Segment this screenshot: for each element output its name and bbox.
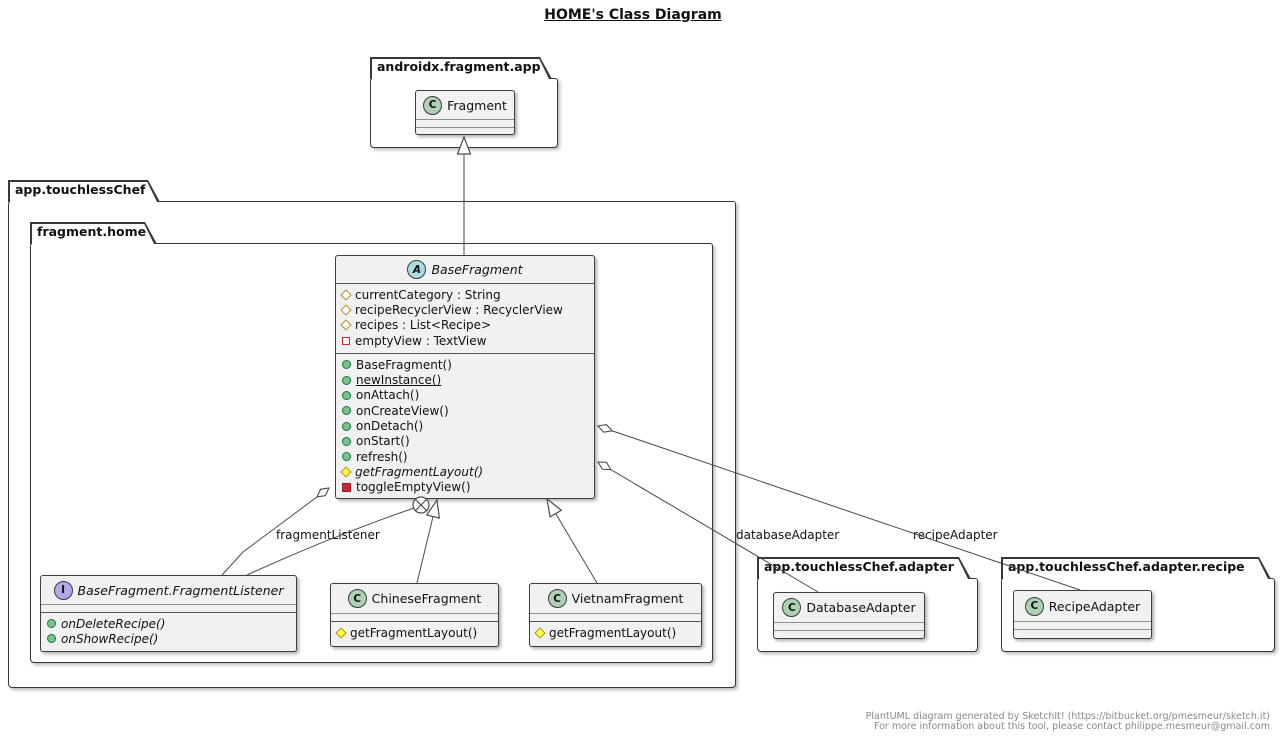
class-icon: C [423, 95, 443, 115]
empty-compartment [331, 613, 498, 621]
class-databaseadapter: C DatabaseAdapter [773, 592, 925, 639]
class-icon: C [547, 589, 567, 608]
class-icon: C [782, 598, 802, 617]
method-row: refresh() [336, 449, 594, 464]
edge-label-recipeadapter: recipeAdapter [913, 528, 998, 542]
package-tab: app.touchlessChef.adapter [757, 557, 971, 579]
methods-compartment: BaseFragment() newInstance() onAttach() … [336, 353, 594, 498]
footer-credits: PlantUML diagram generated by SketchIt! … [866, 712, 1270, 732]
edge-label-databaseadapter: databaseAdapter [736, 528, 840, 542]
protected-field-icon [340, 319, 352, 331]
package-touchlesschef-label: app.touchlessChef [15, 182, 146, 197]
class-name: Fragment [447, 97, 507, 113]
private-field-icon [342, 336, 350, 345]
empty-compartment [416, 127, 514, 134]
fields-compartment: currentCategory : String recipeRecyclerV… [336, 283, 594, 353]
empty-compartment [416, 119, 514, 127]
method-row: getFragmentLayout() [530, 625, 701, 640]
public-method-icon [342, 360, 351, 370]
protected-field-icon [340, 288, 352, 301]
public-method-icon [342, 406, 351, 416]
class-title: C RecipeAdapter [1014, 591, 1151, 621]
method-row: getFragmentLayout() [336, 464, 594, 479]
class-chinesefragment: C ChineseFragment getFragmentLayout() [330, 583, 499, 647]
package-androidx-label: androidx.fragment.app [377, 59, 541, 74]
footer-line-1: PlantUML diagram generated by SketchIt! … [865, 711, 1270, 722]
footer-line-2: For more information about this tool, pl… [873, 720, 1270, 732]
method-row: onDeleteRecipe() [41, 616, 296, 631]
methods-compartment: getFragmentLayout() [530, 621, 701, 645]
field-row: currentCategory : String [336, 287, 594, 302]
package-tab: app.touchlessChef [8, 180, 160, 202]
protected-method-icon [335, 626, 347, 639]
public-method-icon [342, 390, 351, 400]
method-row: onDetach() [336, 418, 594, 433]
class-title: C Fragment [416, 91, 514, 119]
class-title: C ChineseFragment [331, 584, 498, 613]
public-method-icon [342, 452, 351, 462]
package-fragment-home-label: fragment.home [37, 224, 147, 239]
method-row: onShowRecipe() [41, 631, 296, 646]
public-method-icon [342, 375, 351, 385]
protected-field-icon [340, 304, 352, 316]
page-title: HOME's Class Diagram [544, 7, 722, 23]
empty-compartment [530, 613, 701, 621]
method-row: onAttach() [336, 388, 594, 403]
class-name: ChineseFragment [371, 591, 482, 606]
class-icon: C [347, 589, 367, 608]
class-recipeadapter: C RecipeAdapter [1013, 590, 1152, 639]
class-title: C DatabaseAdapter [774, 593, 924, 622]
public-method-icon [342, 436, 351, 446]
class-name: RecipeAdapter [1048, 598, 1141, 614]
class-name: DatabaseAdapter [806, 600, 916, 615]
package-adapter-label: app.touchlessChef.adapter [764, 559, 954, 574]
empty-compartment [1014, 621, 1151, 629]
class-title: C VietnamFragment [530, 584, 701, 613]
package-tab: fragment.home [30, 222, 157, 244]
interface-name: BaseFragment.FragmentListener [77, 582, 284, 598]
interface-title: I BaseFragment.FragmentListener [41, 576, 296, 604]
public-method-icon [47, 619, 56, 629]
private-method-icon [342, 482, 351, 492]
method-row: onStart() [336, 434, 594, 449]
interface-icon: I [53, 580, 73, 600]
abstract-class-icon: A [407, 260, 427, 279]
class-vietnamfragment: C VietnamFragment getFragmentLayout() [529, 583, 702, 647]
package-tab: androidx.fragment.app [370, 57, 552, 79]
package-tab: app.touchlessChef.adapter.recipe [1001, 557, 1271, 579]
edge-label-fragmentlistener: fragmentListener [276, 528, 380, 542]
empty-compartment [41, 604, 296, 612]
empty-compartment [774, 630, 924, 638]
methods-compartment: getFragmentLayout() [331, 621, 498, 645]
method-row: onCreateView() [336, 403, 594, 418]
field-row: recipes : List<Recipe> [336, 318, 594, 333]
public-method-icon [47, 634, 56, 644]
public-method-icon [342, 421, 351, 431]
empty-compartment [1014, 629, 1151, 637]
protected-method-icon [534, 626, 546, 639]
class-fragment: C Fragment [415, 90, 515, 135]
method-row: toggleEmptyView() [336, 480, 594, 495]
method-row: BaseFragment() [336, 357, 594, 372]
class-name: VietnamFragment [571, 591, 684, 606]
protected-method-icon [340, 466, 352, 478]
field-row: recipeRecyclerView : RecyclerView [336, 302, 594, 317]
package-adapter-recipe-label: app.touchlessChef.adapter.recipe [1008, 559, 1245, 574]
class-name: BaseFragment [431, 262, 523, 277]
field-row: emptyView : TextView [336, 333, 594, 348]
class-icon: C [1024, 596, 1044, 616]
interface-fragmentlistener: I BaseFragment.FragmentListener onDelete… [40, 575, 297, 652]
class-basefragment: A BaseFragment currentCategory : String … [335, 255, 595, 499]
method-row: getFragmentLayout() [331, 625, 498, 640]
methods-compartment: onDeleteRecipe() onShowRecipe() [41, 612, 296, 651]
method-row: newInstance() [336, 372, 594, 387]
class-title: A BaseFragment [336, 256, 594, 283]
empty-compartment [774, 622, 924, 630]
